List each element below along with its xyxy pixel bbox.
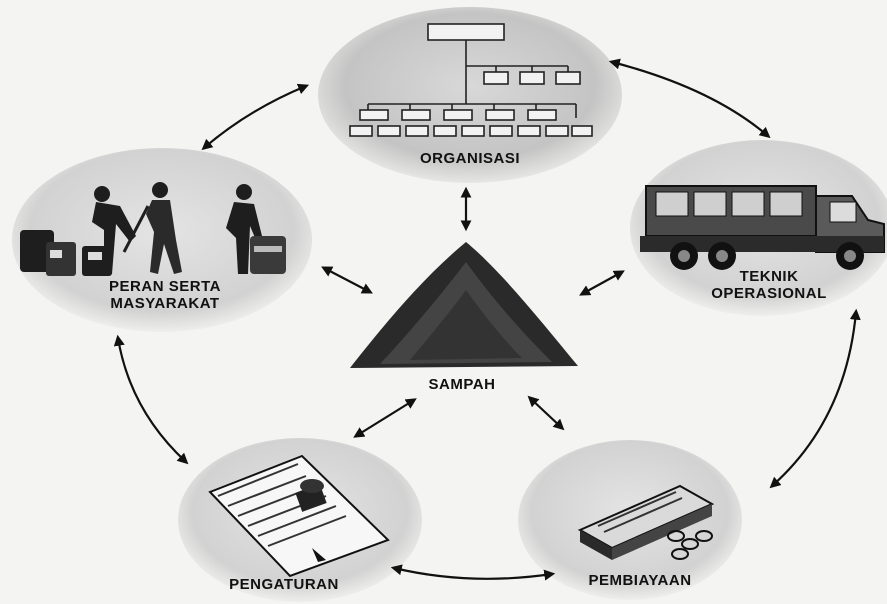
organisasi-oval (318, 7, 622, 183)
organisasi-label: ORGANISASI (419, 150, 520, 167)
arrow-pengaturan-sampah (353, 398, 417, 438)
teknik-line: TEKNIK (739, 268, 799, 285)
peran-serta-masyarakat-label: PERAN SERTA MASYARAKAT (70, 278, 260, 312)
org-chart-icon (349, 23, 593, 137)
waste-pile-icon (350, 242, 578, 368)
arrow-pengaturan-pembiayaan (390, 564, 556, 581)
garbage-truck-icon (640, 185, 885, 270)
masyarakat-line: MASYARAKAT (110, 295, 220, 312)
people-with-bins-icon (20, 182, 286, 276)
teknik-operasional-label: TEKNIK OPERASIONAL (694, 268, 844, 302)
arrow-peran-pengaturan (113, 334, 189, 465)
pengaturan-label: PENGATURAN (229, 576, 339, 593)
arrow-teknik-sampah (579, 270, 625, 296)
arrow-teknik-pembiayaan (769, 308, 861, 489)
arrow-pembiayaan-sampah (527, 395, 565, 431)
arrow-peran-sampah (321, 266, 373, 294)
regulation-document-stamp-icon (208, 454, 390, 578)
arrow-organisasi-teknik (608, 58, 771, 139)
sampah-label: SAMPAH (428, 376, 496, 393)
operasional-line: OPERASIONAL (711, 285, 827, 302)
money-stack-icon (577, 484, 715, 560)
peran-serta-line: PERAN SERTA (109, 278, 221, 295)
arrow-organisasi-peran (201, 83, 310, 151)
pembiayaan-label: PEMBIAYAAN (588, 572, 692, 589)
